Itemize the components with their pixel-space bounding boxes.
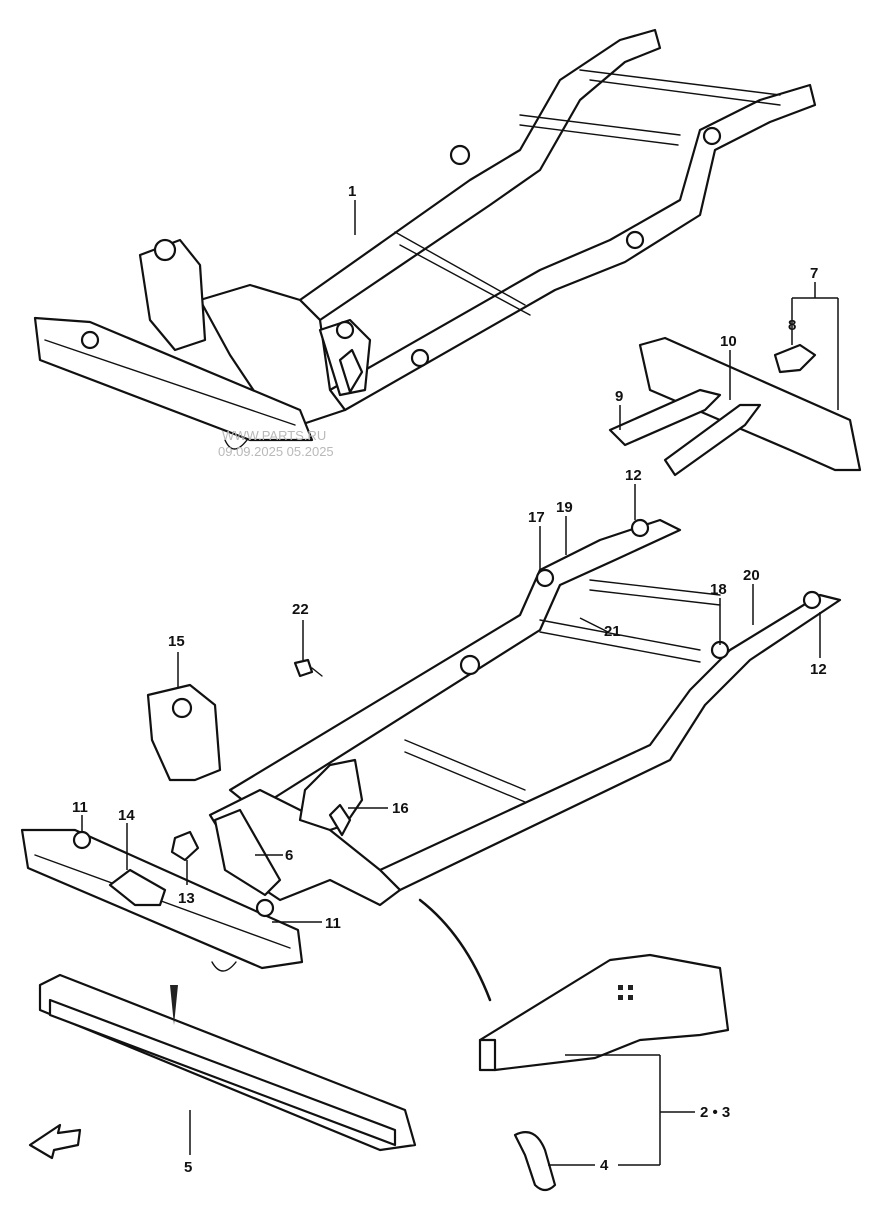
- frame-exploded-middle: 22 15 16 6 13 14 11 11 12 17 19 18 20 12…: [20, 467, 842, 972]
- callout-7: 7: [810, 265, 818, 282]
- callout-4: 4: [600, 1157, 609, 1174]
- callout-15: 15: [168, 633, 185, 650]
- callout-11-right: 11: [325, 915, 341, 932]
- callout-17: 17: [528, 509, 545, 526]
- watermark-line-1: WWW.PARTS.RU: [222, 428, 326, 443]
- callout-11-left: 11: [72, 799, 88, 816]
- callout-12-top: 12: [625, 467, 642, 484]
- callout-9: 9: [615, 388, 623, 405]
- front-direction-arrow-icon: [28, 1123, 82, 1160]
- detail-arrow-line: [418, 898, 492, 1002]
- callout-21: 21: [604, 623, 621, 640]
- callout-13: 13: [178, 890, 195, 907]
- rear-crossmember-group: 7 8 9 10: [608, 265, 862, 477]
- callout-20: 20: [743, 567, 760, 584]
- callout-16: 16: [392, 800, 409, 817]
- callout-22: 22: [292, 601, 309, 618]
- frame-assembly-top: 1: [33, 28, 817, 450]
- callout-8: 8: [788, 317, 796, 334]
- callout-18: 18: [710, 581, 727, 598]
- callout-19: 19: [556, 499, 573, 516]
- watermark: WWW.PARTS.RU 09.09.2025 05.2025: [218, 428, 334, 459]
- callout-5: 5: [184, 1159, 192, 1176]
- rail-section-group: 2 • 3 4: [478, 953, 730, 1192]
- callout-10: 10: [720, 333, 737, 350]
- callout-1: 1: [348, 183, 356, 200]
- watermark-line-2: 09.09.2025 05.2025: [218, 444, 334, 459]
- bumper-reinforcement: 5: [38, 973, 417, 1176]
- callout-14: 14: [118, 807, 135, 824]
- callout-12-bottom: 12: [810, 661, 827, 678]
- callout-2-3: 2 • 3: [700, 1104, 730, 1121]
- callout-6: 6: [285, 847, 293, 864]
